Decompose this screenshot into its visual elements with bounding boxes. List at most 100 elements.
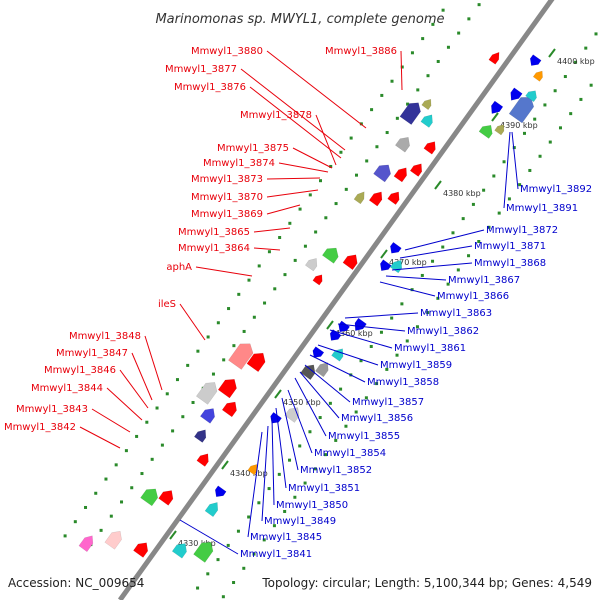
gene-feature[interactable]	[529, 54, 542, 66]
gene-label-left[interactable]: ileS	[158, 299, 176, 310]
gene-label-left[interactable]: Mmwyl1_3846	[44, 365, 116, 376]
gene-label-left[interactable]: Mmwyl1_3886	[325, 46, 397, 57]
gene-feature[interactable]	[380, 259, 392, 271]
gene-label-right[interactable]: Mmwyl1_3851	[288, 483, 360, 494]
tick-dot	[73, 520, 77, 524]
gene-label-right[interactable]: Mmwyl1_3891	[506, 203, 578, 214]
tick-dot	[247, 278, 251, 282]
gene-label-right[interactable]: Mmwyl1_3863	[420, 308, 492, 319]
gene-feature[interactable]	[420, 114, 433, 128]
gene-feature[interactable]	[315, 362, 329, 378]
gene-label-left[interactable]: Mmwyl1_3874	[203, 158, 275, 169]
gene-label-right[interactable]: Mmwyl1_3849	[264, 516, 336, 527]
gene-feature[interactable]	[214, 485, 227, 498]
gene-feature[interactable]	[478, 124, 493, 139]
gene-label-right[interactable]: Mmwyl1_3856	[341, 413, 413, 424]
gene-feature[interactable]	[532, 70, 543, 82]
gene-feature[interactable]	[423, 141, 436, 155]
gene-feature[interactable]	[353, 191, 365, 205]
gene-feature[interactable]	[193, 541, 214, 563]
gene-label-right[interactable]: Mmwyl1_3858	[367, 377, 439, 388]
gene-feature[interactable]	[421, 98, 432, 111]
gene-feature[interactable]	[373, 164, 391, 183]
gene-label-left[interactable]: Mmwyl1_3864	[178, 243, 250, 254]
gene-feature[interactable]	[409, 163, 423, 177]
gene-feature[interactable]	[312, 346, 325, 358]
gene-label-left[interactable]: Mmwyl1_3848	[69, 331, 141, 342]
gene-label-left[interactable]: Mmwyl1_3869	[191, 209, 263, 220]
gene-label-left[interactable]: Mmwyl1_3878	[240, 110, 312, 121]
gene-label-left[interactable]: aphA	[166, 262, 192, 273]
gene-label-right[interactable]: Mmwyl1_3861	[394, 343, 466, 354]
gene-feature[interactable]	[217, 379, 237, 399]
gene-feature[interactable]	[508, 96, 535, 124]
gene-feature[interactable]	[221, 401, 237, 418]
gene-feature[interactable]	[193, 429, 207, 443]
gene-label-right[interactable]: Mmwyl1_3857	[352, 397, 424, 408]
gene-feature[interactable]	[494, 124, 505, 136]
gene-label-left[interactable]: Mmwyl1_3875	[217, 143, 289, 154]
scale-tick-label: 4360 kbp	[335, 329, 373, 338]
gene-feature[interactable]	[133, 542, 149, 558]
gene-feature[interactable]	[196, 453, 209, 467]
gene-feature[interactable]	[368, 191, 383, 207]
gene-feature[interactable]	[228, 343, 254, 370]
gene-feature[interactable]	[394, 137, 410, 153]
gene-feature[interactable]	[204, 502, 219, 518]
gene-feature[interactable]	[510, 87, 523, 101]
gene-label-right[interactable]: Mmwyl1_3841	[240, 549, 312, 560]
gene-feature[interactable]	[390, 241, 402, 254]
label-connector	[309, 354, 366, 383]
gene-feature[interactable]	[199, 408, 215, 424]
gene-label-left[interactable]: Mmwyl1_3865	[178, 227, 250, 238]
tick-dot	[420, 273, 424, 277]
gene-feature[interactable]	[78, 535, 94, 553]
gene-label-right[interactable]: Mmwyl1_3867	[448, 275, 520, 286]
gene-feature[interactable]	[399, 102, 421, 125]
genome-summary-text: Topology: circular; Length: 5,100,344 bp…	[262, 576, 592, 590]
gene-label-right[interactable]: Mmwyl1_3854	[314, 448, 386, 459]
gene-label-right[interactable]: Mmwyl1_3868	[474, 258, 546, 269]
gene-label-left[interactable]: Mmwyl1_3877	[165, 64, 237, 75]
gene-label-left[interactable]: Mmwyl1_3880	[191, 46, 263, 57]
gene-label-right[interactable]: Mmwyl1_3872	[486, 225, 558, 236]
gene-feature[interactable]	[304, 258, 318, 272]
gene-label-left[interactable]: Mmwyl1_3876	[174, 82, 246, 93]
gene-feature[interactable]	[488, 51, 500, 65]
gene-label-left[interactable]: Mmwyl1_3843	[16, 404, 88, 415]
gene-feature[interactable]	[140, 488, 159, 507]
gene-feature[interactable]	[331, 348, 344, 362]
gene-feature[interactable]	[158, 490, 174, 506]
gene-label-right[interactable]: Mmwyl1_3862	[407, 326, 479, 337]
gene-feature[interactable]	[525, 90, 537, 103]
gene-label-left[interactable]: Mmwyl1_3873	[191, 174, 263, 185]
gene-label-right[interactable]: Mmwyl1_3855	[328, 431, 400, 442]
gene-label-left[interactable]: Mmwyl1_3870	[191, 192, 263, 203]
gene-label-right[interactable]: Mmwyl1_3871	[474, 241, 546, 252]
gene-label-right[interactable]: Mmwyl1_3850	[276, 500, 348, 511]
gene-label-right[interactable]: Mmwyl1_3852	[300, 465, 372, 476]
gene-feature[interactable]	[171, 543, 187, 559]
scale-tick-label: 4350 kbp	[283, 398, 321, 407]
gene-feature[interactable]	[270, 411, 282, 424]
gene-feature[interactable]	[393, 167, 407, 183]
gene-feature[interactable]	[329, 329, 342, 341]
gene-feature[interactable]	[338, 320, 351, 333]
gene-feature[interactable]	[195, 382, 218, 405]
gene-label-right[interactable]: Mmwyl1_3845	[250, 532, 322, 543]
gene-feature[interactable]	[300, 364, 316, 381]
gene-label-left[interactable]: Mmwyl1_3847	[56, 348, 128, 359]
gene-label-right[interactable]: Mmwyl1_3892	[520, 184, 592, 195]
gene-feature[interactable]	[104, 530, 122, 550]
gene-feature[interactable]	[491, 100, 504, 114]
gene-feature[interactable]	[342, 254, 358, 271]
gene-feature[interactable]	[387, 191, 400, 205]
gene-feature[interactable]	[246, 352, 266, 373]
gene-label-left[interactable]: Mmwyl1_3844	[31, 383, 103, 394]
gene-label-right[interactable]: Mmwyl1_3866	[437, 291, 509, 302]
gene-feature[interactable]	[312, 274, 323, 286]
gene-label-right[interactable]: Mmwyl1_3859	[380, 360, 452, 371]
gene-feature[interactable]	[321, 247, 339, 264]
gene-label-left[interactable]: Mmwyl1_3842	[4, 422, 76, 433]
gene-feature[interactable]	[284, 407, 300, 423]
